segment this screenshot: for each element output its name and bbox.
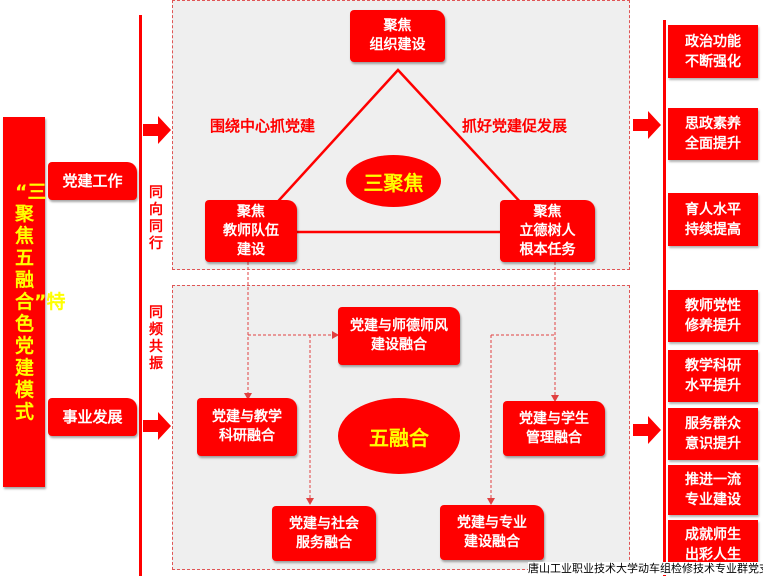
arrowhead-icon <box>244 393 252 400</box>
three-focus-center: 三聚焦 <box>346 155 441 207</box>
center-party-label: 围绕中心抓党建 <box>210 117 316 135</box>
right-divider <box>663 20 666 576</box>
same-frequency-text: 同频共振 <box>149 305 163 372</box>
five-integration-center: 五融合 <box>338 398 460 474</box>
ethics-integration-box: 党建与师德师风 建设融合 <box>338 307 460 365</box>
social-integration-box: 党建与社会 服务融合 <box>272 506 376 561</box>
focus-teacher-box: 聚焦 教师队伍 建设 <box>205 200 297 262</box>
student-integration-box: 党建与学生 管理融合 <box>503 401 605 456</box>
outcome-box: 服务群众 意识提升 <box>668 408 758 460</box>
outcome-box: 教学科研 水平提升 <box>668 350 758 402</box>
outcome-box: 推进一流 专业建设 <box>668 465 758 515</box>
arrow-right-icon <box>143 412 171 440</box>
research-integration-box: 党建与教学 科研融合 <box>197 398 297 456</box>
arrow-right-icon <box>633 416 661 444</box>
arrow-right-icon <box>143 116 171 144</box>
arrowhead-icon <box>332 331 339 339</box>
same-direction-text: 同向同行 <box>149 185 163 252</box>
left-divider <box>139 15 142 576</box>
connector-line <box>247 262 556 503</box>
outcome-box: 教师党性 修养提升 <box>668 290 758 342</box>
promote-dev-label: 抓好党建促发展 <box>462 117 568 135</box>
outcome-box: 成就师生 出彩人生 <box>668 520 758 570</box>
focus-org-box: 聚焦 组织建设 <box>350 10 445 62</box>
party-work-label: 党建工作 <box>48 162 137 200</box>
watermark: 唐山工业职业技术大学动车组检修技术专业群党支部 <box>528 562 763 575</box>
model-title-banner: “三聚焦五融合”特色党建模式 <box>3 117 66 487</box>
major-integration-box: 党建与专业 建设融合 <box>440 505 544 560</box>
outcome-box: 思政素养 全面提升 <box>668 108 758 160</box>
arrowhead-icon <box>551 395 559 402</box>
outcome-box: 育人水平 持续提高 <box>668 193 758 246</box>
arrowhead-icon <box>306 498 314 505</box>
focus-moral-box: 聚焦 立德树人 根本任务 <box>500 200 595 262</box>
triangle <box>247 68 551 234</box>
outcome-box: 政治功能 不断强化 <box>668 25 758 78</box>
arrow-right-icon <box>633 111 661 139</box>
career-dev-label: 事业发展 <box>48 398 137 436</box>
arrowhead-icon <box>487 498 495 505</box>
